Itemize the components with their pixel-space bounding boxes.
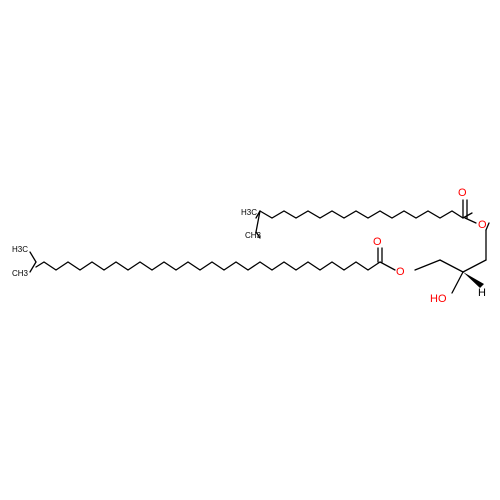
carbonyl-oxygen-top: O (458, 187, 467, 199)
upper-ester-group (462, 199, 490, 261)
ester-oxygen-mid: O (396, 266, 405, 278)
methyl-label-c: H3C (12, 245, 28, 254)
hydroxyl-label: HO (430, 293, 447, 305)
glycerol-backbone (414, 259, 487, 294)
methyl-label-a: H3C (241, 208, 257, 217)
lower-acyl-chain (29, 251, 381, 273)
upper-acyl-chain (255, 210, 473, 239)
lower-ester-group (377, 247, 396, 271)
stereo-hydrogen-label: H (478, 287, 486, 299)
wedge-bond (463, 272, 484, 288)
carbonyl-oxygen-mid: O (373, 236, 382, 248)
ester-oxygen-top: O (478, 219, 487, 231)
methyl-label-d: CH3 (12, 269, 29, 278)
methyl-label-b: CH3 (245, 231, 262, 240)
